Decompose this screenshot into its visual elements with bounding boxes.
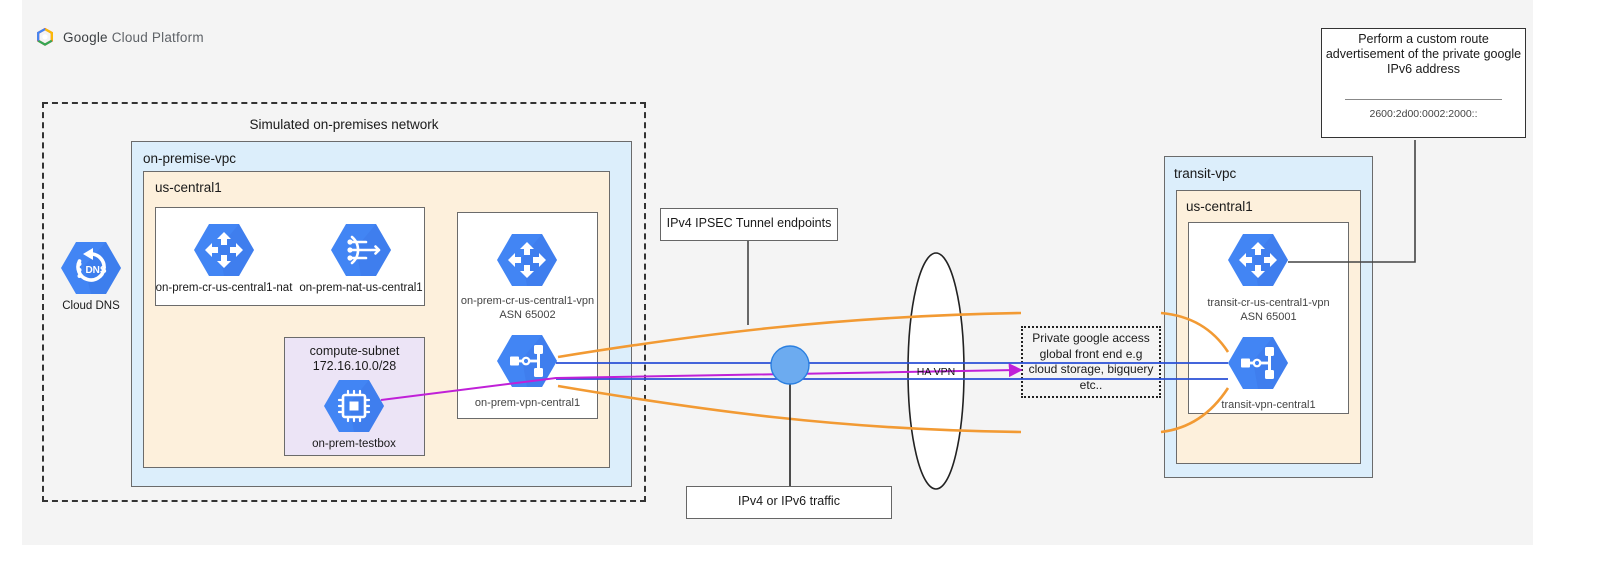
node-onprem-testbox[interactable]: on-prem-testbox xyxy=(312,378,396,451)
compute-subnet-name: compute-subnet xyxy=(309,344,400,358)
node-onprem-vpn-gw-label: on-prem-vpn-central1 xyxy=(474,397,581,409)
pga-line-1: Private google access xyxy=(1032,331,1150,345)
private-google-access-text: Private google access global front end e… xyxy=(1021,331,1161,393)
route-note-address: 2600:2d00:0002:2000:: xyxy=(1369,108,1478,120)
node-transit-cr-vpn-asn: ASN 65001 xyxy=(1240,311,1297,323)
cloud-router-icon xyxy=(193,222,255,278)
gcp-header: Google Cloud Platform xyxy=(35,27,204,47)
transit-region-label: us-central1 xyxy=(1186,199,1253,214)
gcp-title: Google Cloud Platform xyxy=(63,30,204,45)
gcp-title-normal: Google xyxy=(63,29,112,45)
vpn-gateway-icon xyxy=(496,333,558,389)
node-cloud-dns-label: Cloud DNS xyxy=(62,300,120,312)
transit-vpc-label: transit-vpc xyxy=(1174,166,1237,181)
onprem-region-label: us-central1 xyxy=(155,180,222,195)
pga-line-2: global front end e.g xyxy=(1039,346,1143,361)
google-cloud-logo-icon xyxy=(35,27,55,47)
node-transit-cr-vpn-label: transit-cr-us-central1-vpn xyxy=(1207,297,1330,309)
simulated-onprem-group-title: Simulated on-premises network xyxy=(249,117,439,132)
node-transit-vpn-gw-label: transit-vpn-central1 xyxy=(1221,399,1316,411)
cloud-nat-icon xyxy=(330,222,392,278)
callout-ipsec xyxy=(660,208,838,241)
node-onprem-nat-label: on-prem-nat-us-central1 xyxy=(299,282,423,294)
cloud-router-icon xyxy=(1227,232,1289,288)
node-cloud-dns[interactable]: DNS Cloud DNS xyxy=(58,240,124,313)
node-onprem-cr-vpn-asn: ASN 65002 xyxy=(499,309,556,321)
callout-ipsec-label: IPv4 IPSEC Tunnel endpoints xyxy=(666,216,832,230)
route-note-divider xyxy=(1345,99,1502,100)
route-advertisement-note xyxy=(1321,28,1526,138)
svg-text:DNS: DNS xyxy=(85,265,106,276)
pga-line-3: cloud storage, bigquery xyxy=(1028,362,1154,376)
route-note-text: Perform a custom route advertisement of … xyxy=(1321,32,1526,77)
gcp-title-bold: Cloud Platform xyxy=(111,29,204,45)
route-note-line-1: Perform a custom route xyxy=(1358,32,1489,46)
private-google-access-box xyxy=(1021,326,1161,398)
compute-instance-icon xyxy=(323,378,385,434)
pga-line-4: etc.. xyxy=(1079,377,1103,392)
node-transit-vpn-gw[interactable] xyxy=(1227,335,1289,391)
node-onprem-vpn-gw[interactable] xyxy=(496,333,558,389)
on-premise-vpc-label: on-premise-vpc xyxy=(143,151,237,166)
node-onprem-testbox-label: on-prem-testbox xyxy=(312,438,396,450)
vpn-gateway-icon xyxy=(1227,335,1289,391)
node-onprem-cr-nat[interactable]: on-prem-cr-us-central1-nat xyxy=(156,222,292,295)
node-onprem-cr-nat-label: on-prem-cr-us-central1-nat xyxy=(155,282,293,294)
cloud-dns-icon: DNS xyxy=(60,240,122,296)
simulated-onprem-group xyxy=(42,102,646,502)
route-note-line-2: advertisement of the private google xyxy=(1325,47,1522,61)
cloud-router-icon xyxy=(496,232,558,288)
compute-subnet-cidr: 172.16.10.0/28 xyxy=(312,359,397,373)
node-onprem-cr-vpn-label: on-prem-cr-us-central1-vpn xyxy=(460,295,595,307)
node-transit-cr-vpn[interactable] xyxy=(1227,232,1289,288)
callout-traffic xyxy=(686,486,892,519)
node-onprem-nat[interactable]: on-prem-nat-us-central1 xyxy=(299,222,423,295)
node-onprem-cr-vpn[interactable] xyxy=(496,232,558,288)
route-note-line-3: IPv6 address xyxy=(1387,62,1460,76)
callout-traffic-label: IPv4 or IPv6 traffic xyxy=(738,494,840,508)
